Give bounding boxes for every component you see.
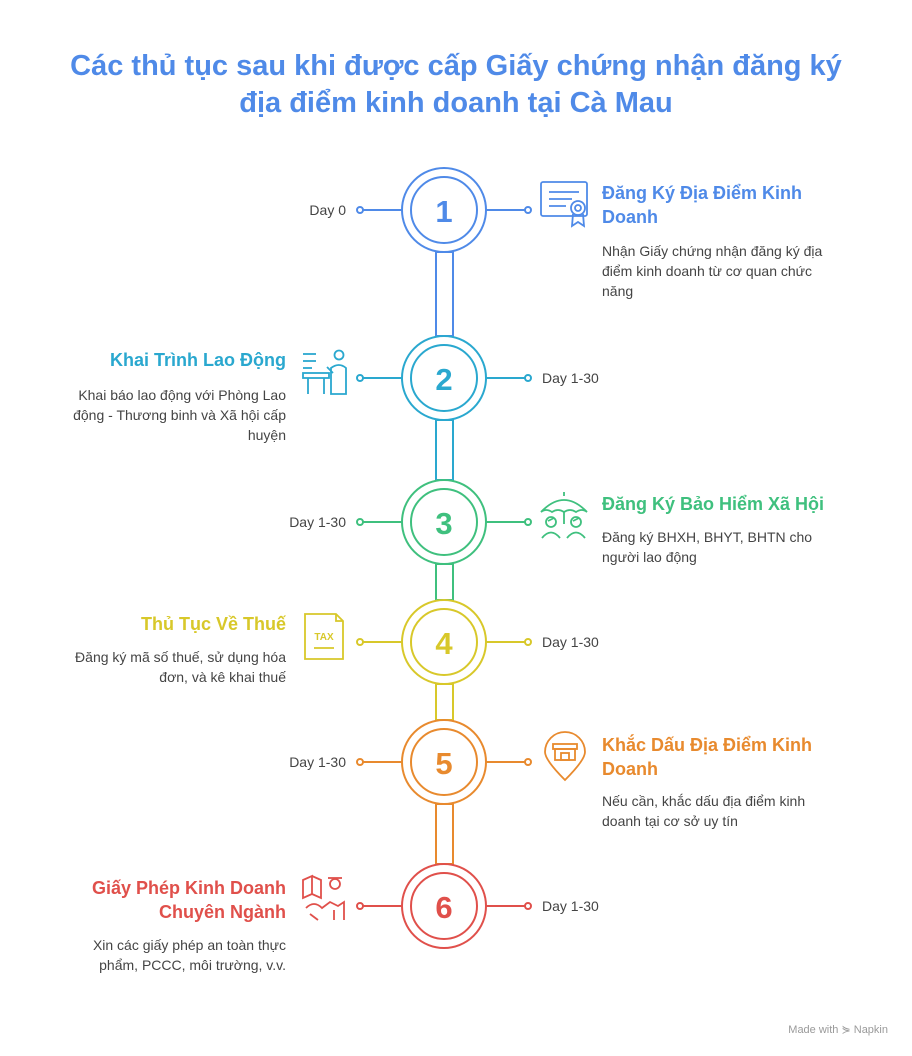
connector-5-6 — [435, 803, 454, 865]
step-6-day: Day 1-30 — [542, 898, 599, 914]
step-6-heading-line-1: Giấy Phép Kinh Doanh — [91, 878, 286, 898]
step-2-desc-line-2: động - Thương binh và Xã hội cấp — [73, 407, 286, 423]
step-6-heading: Giấy Phép Kinh Doanh Chuyên Ngành — [26, 876, 286, 924]
step-4-day: Day 1-30 — [542, 634, 599, 650]
step-4-heading: Thủ Tục Về Thuế — [26, 612, 286, 636]
step-6-description: Xin các giấy phép an toàn thực phẩm, PCC… — [26, 935, 286, 975]
title-line-1: Các thủ tục sau khi được cấp Giấy chứng … — [70, 50, 842, 82]
title-line-2: địa điểm kinh doanh tại Cà Mau — [239, 87, 673, 119]
step-3-heading-line-1: Đăng Ký Bảo Hiểm Xã Hội — [602, 494, 825, 514]
step-3-description: Đăng ký BHXH, BHYT, BHTN cho người lao đ… — [602, 527, 862, 567]
step-5-node — [356, 719, 532, 805]
umbrella-people-icon — [540, 492, 588, 539]
worker-desk-icon — [302, 349, 347, 395]
store-pin-icon — [544, 731, 586, 782]
step-6-node — [356, 863, 532, 949]
connector-2-3 — [435, 419, 454, 481]
step-4-description: Đăng ký mã số thuế, sử dụng hóa đơn, và … — [26, 647, 286, 687]
step-1-node — [356, 167, 532, 253]
step-1-heading: Đăng Ký Địa Điểm Kinh Doanh — [602, 181, 862, 229]
page-title: Các thủ tục sau khi được cấp Giấy chứng … — [0, 48, 912, 122]
step-4-heading-line-1: Thủ Tục Về Thuế — [140, 614, 286, 634]
tax-document-icon — [304, 613, 344, 660]
step-4-number: 4 — [435, 626, 453, 661]
step-4-desc-line-2: đơn, và kê khai thuế — [159, 669, 286, 685]
step-5-desc-line-2: doanh tại cơ sở uy tín — [602, 813, 738, 829]
connector-4-5 — [435, 683, 454, 721]
step-2-day: Day 1-30 — [542, 370, 599, 386]
step-6-desc-line-1: Xin các giấy phép an toàn thực — [92, 937, 286, 953]
step-3-desc-line-2: người lao động — [602, 549, 697, 565]
connector-1-2 — [435, 251, 454, 337]
step-3-desc-line-1: Đăng ký BHXH, BHYT, BHTN cho — [602, 529, 813, 545]
tax-icon-label: TAX — [314, 632, 334, 643]
step-1-day: Day 0 — [309, 202, 346, 218]
step-2-description: Khai báo lao động với Phòng Lao động - T… — [26, 385, 286, 445]
step-1-desc-line-2: điểm kinh doanh từ cơ quan chức — [602, 263, 813, 279]
step-2-desc-line-3: huyện — [247, 427, 286, 443]
step-3-number: 3 — [435, 506, 452, 541]
step-4-desc-line-1: Đăng ký mã số thuế, sử dụng hóa — [75, 649, 286, 665]
step-1-number: 1 — [435, 194, 452, 229]
step-1-description: Nhận Giấy chứng nhận đăng ký địa điểm ki… — [602, 241, 862, 301]
step-2-heading-line-1: Khai Trình Lao Động — [110, 350, 286, 370]
step-3-day: Day 1-30 — [289, 514, 346, 530]
step-3-node — [356, 479, 532, 565]
step-6-heading-line-2: Chuyên Ngành — [158, 902, 286, 922]
step-5-heading: Khắc Dấu Địa Điểm Kinh Doanh — [602, 733, 862, 781]
step-3-heading: Đăng Ký Bảo Hiểm Xã Hội — [602, 492, 872, 516]
step-1-desc-line-1: Nhận Giấy chứng nhận đăng ký địa — [602, 243, 823, 259]
step-5-heading-line-1: Khắc Dấu Địa Điểm Kinh — [602, 735, 813, 755]
step-2-node — [356, 335, 532, 421]
step-2-number: 2 — [435, 362, 452, 397]
step-6-desc-line-2: phẩm, PCCC, môi trường, v.v. — [99, 957, 286, 973]
step-6-number: 6 — [435, 890, 452, 925]
step-4-node — [356, 599, 532, 685]
step-5-day: Day 1-30 — [289, 754, 346, 770]
made-with-napkin-footer[interactable]: Made with ⋟ Napkin — [788, 1024, 888, 1036]
step-5-description: Nếu cần, khắc dấu địa điểm kinh doanh tạ… — [602, 791, 862, 831]
step-5-desc-line-1: Nếu cần, khắc dấu địa điểm kinh — [602, 793, 806, 809]
step-1-desc-line-3: năng — [602, 283, 634, 299]
step-1-heading-line-1: Đăng Ký Địa Điểm Kinh — [602, 183, 803, 203]
certificate-icon — [540, 181, 588, 228]
step-2-heading: Khai Trình Lao Động — [26, 348, 286, 372]
license-handshake-icon — [302, 874, 345, 921]
step-2-desc-line-1: Khai báo lao động với Phòng Lao — [78, 387, 286, 403]
step-1-heading-line-2: Doanh — [602, 207, 658, 227]
step-5-number: 5 — [435, 746, 452, 781]
connector-3-4 — [435, 563, 454, 601]
step-5-heading-line-2: Doanh — [602, 759, 658, 779]
